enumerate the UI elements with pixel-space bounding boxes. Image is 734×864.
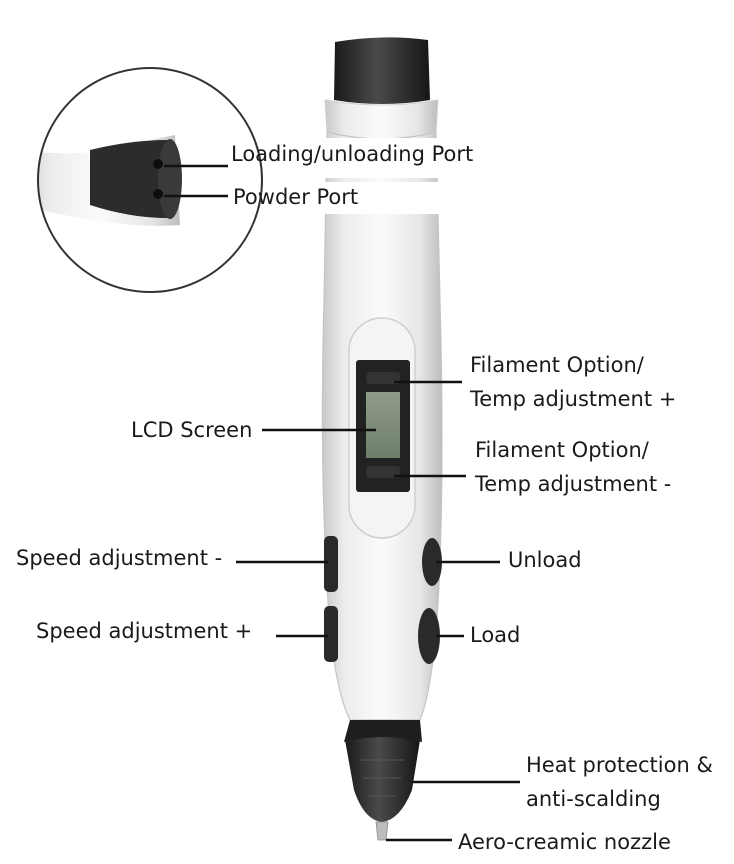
ceramic-nozzle <box>375 821 389 841</box>
label-backdrop <box>224 138 488 178</box>
leader-lines <box>164 164 520 842</box>
label-speed-minus: Speed adjustment - <box>16 546 223 570</box>
label-filament-minus-line1: Filament Option/ <box>475 438 649 462</box>
label-filament-plus-line2: Temp adjustment + <box>470 387 677 411</box>
filament-plus-button[interactable] <box>366 372 400 384</box>
label-powder-port: Powder Port <box>233 185 359 209</box>
load-button[interactable] <box>418 608 440 664</box>
speed-plus-button[interactable] <box>324 606 338 662</box>
label-unload: Unload <box>508 548 582 572</box>
speed-minus-button[interactable] <box>324 536 338 592</box>
label-filament-plus-line1: Filament Option/ <box>470 353 644 377</box>
label-load: Load <box>470 623 521 647</box>
filament-minus-button[interactable] <box>366 466 400 478</box>
label-filament-minus-line2: Temp adjustment - <box>475 472 672 496</box>
label-nozzle: Aero-creamic nozzle <box>458 830 671 854</box>
label-filament-plus: Filament Option/ Temp adjustment + <box>470 352 676 412</box>
pen-collar <box>324 99 439 140</box>
unload-button[interactable] <box>422 538 442 586</box>
lcd-screen <box>366 392 400 458</box>
label-heat-protection: Heat protection & anti-scalding <box>526 752 713 812</box>
label-speed-plus: Speed adjustment + <box>36 619 253 643</box>
label-lcd-screen: LCD Screen <box>131 418 253 442</box>
pen-top-cap <box>334 37 430 104</box>
label-loading-port: Loading/unloading Port <box>231 142 474 166</box>
label-heat-line2: anti-scalding <box>526 787 661 811</box>
label-filament-minus: Filament Option/ Temp adjustment - <box>475 437 671 497</box>
label-heat-line1: Heat protection & <box>526 753 713 777</box>
magnified-inset <box>37 67 263 293</box>
